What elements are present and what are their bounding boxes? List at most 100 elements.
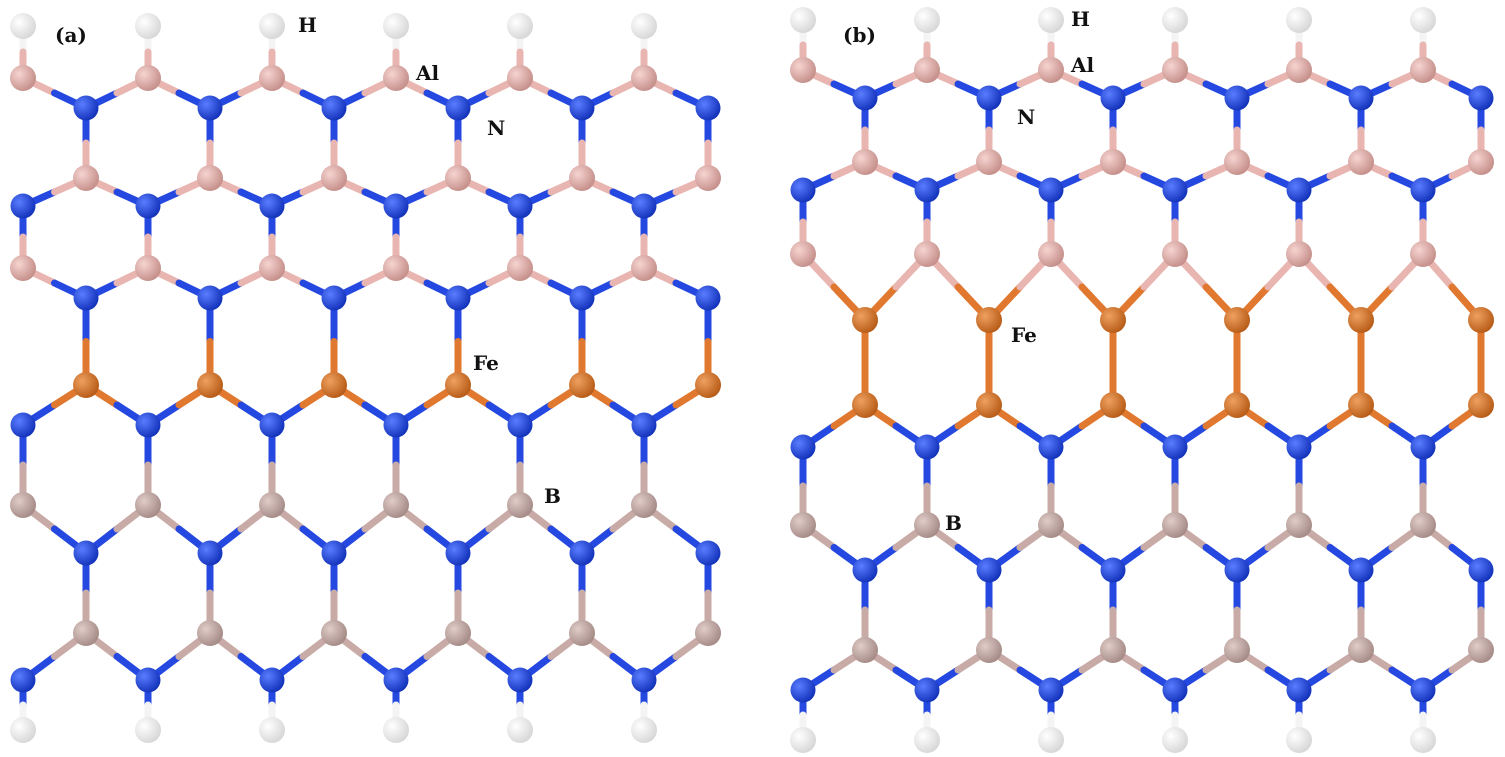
atom-al: [631, 255, 657, 281]
atom-al: [569, 165, 595, 191]
atom-n: [1038, 177, 1064, 203]
atom-n: [259, 193, 285, 219]
atom-n: [1162, 434, 1188, 460]
atom-al: [445, 165, 471, 191]
atom-n: [631, 193, 657, 219]
atom-b: [1162, 512, 1188, 538]
atom-al: [321, 165, 347, 191]
atom-n: [1100, 557, 1126, 583]
atom-b: [790, 512, 816, 538]
atom-al: [259, 255, 285, 281]
atom-al: [259, 65, 285, 91]
atom-al: [1100, 149, 1126, 175]
atom-n: [10, 412, 36, 438]
atom-n: [73, 285, 99, 311]
atom-fe: [852, 307, 878, 333]
atom-al: [1038, 57, 1064, 83]
atom-fe: [976, 392, 1002, 418]
atom-b: [631, 492, 657, 518]
atom-al: [1162, 241, 1188, 267]
atom-b: [445, 620, 471, 646]
panel-a-label: (a): [55, 23, 87, 47]
atom-h: [507, 717, 533, 743]
atom-fe: [1348, 307, 1374, 333]
atom-fe: [695, 372, 721, 398]
atom-b: [1410, 512, 1436, 538]
atom-n: [445, 285, 471, 311]
atom-n: [1038, 677, 1064, 703]
atom-n: [631, 412, 657, 438]
atom-n: [914, 677, 940, 703]
atom-n: [259, 412, 285, 438]
atom-n: [383, 667, 409, 693]
atom-h: [914, 727, 940, 753]
atom-h: [1286, 7, 1312, 33]
atom-h: [135, 717, 161, 743]
atom-n: [383, 193, 409, 219]
atom-h: [259, 717, 285, 743]
atom-n: [1348, 85, 1374, 111]
label-n: N: [487, 116, 505, 140]
atom-b: [321, 620, 347, 646]
atom-n: [445, 540, 471, 566]
atom-b: [569, 620, 595, 646]
atom-h: [631, 717, 657, 743]
atom-n: [135, 667, 161, 693]
atom-n: [976, 85, 1002, 111]
atom-n: [10, 193, 36, 219]
label-al: Al: [1070, 53, 1095, 77]
label-b: B: [544, 484, 561, 508]
atom-n: [569, 540, 595, 566]
atom-n: [135, 412, 161, 438]
atom-n: [321, 95, 347, 121]
atom-b: [852, 637, 878, 663]
atom-al: [790, 57, 816, 83]
atom-n: [976, 557, 1002, 583]
atom-n: [321, 285, 347, 311]
atom-fe: [445, 372, 471, 398]
atom-n: [695, 540, 721, 566]
atom-al: [1224, 149, 1250, 175]
label-b: B: [945, 511, 962, 535]
atom-h: [507, 13, 533, 39]
atom-fe: [1224, 392, 1250, 418]
atom-h: [1038, 727, 1064, 753]
label-h: H: [298, 13, 317, 37]
atom-fe: [73, 372, 99, 398]
atom-h: [1410, 727, 1436, 753]
atom-b: [1100, 637, 1126, 663]
atom-al: [790, 241, 816, 267]
atom-n: [1348, 557, 1374, 583]
atom-al: [135, 255, 161, 281]
atom-n: [1468, 85, 1494, 111]
atom-n: [1162, 177, 1188, 203]
atom-b: [259, 492, 285, 518]
atom-h: [1162, 727, 1188, 753]
bonds-layer: [19, 22, 712, 734]
atom-al: [383, 65, 409, 91]
atom-n: [507, 667, 533, 693]
atom-al: [1162, 57, 1188, 83]
atom-al: [914, 241, 940, 267]
atom-al: [383, 255, 409, 281]
atom-al: [1410, 241, 1436, 267]
atom-al: [507, 65, 533, 91]
atom-b: [135, 492, 161, 518]
atom-n: [507, 412, 533, 438]
atom-al: [10, 65, 36, 91]
atom-b: [197, 620, 223, 646]
atom-al: [1038, 241, 1064, 267]
atom-n: [569, 285, 595, 311]
atom-al: [914, 57, 940, 83]
atom-b: [976, 637, 1002, 663]
atom-h: [1286, 727, 1312, 753]
atom-n: [790, 677, 816, 703]
atom-n: [135, 193, 161, 219]
atom-n: [1286, 434, 1312, 460]
atom-al: [135, 65, 161, 91]
atoms-layer: [790, 7, 1494, 753]
atom-fe: [976, 307, 1002, 333]
